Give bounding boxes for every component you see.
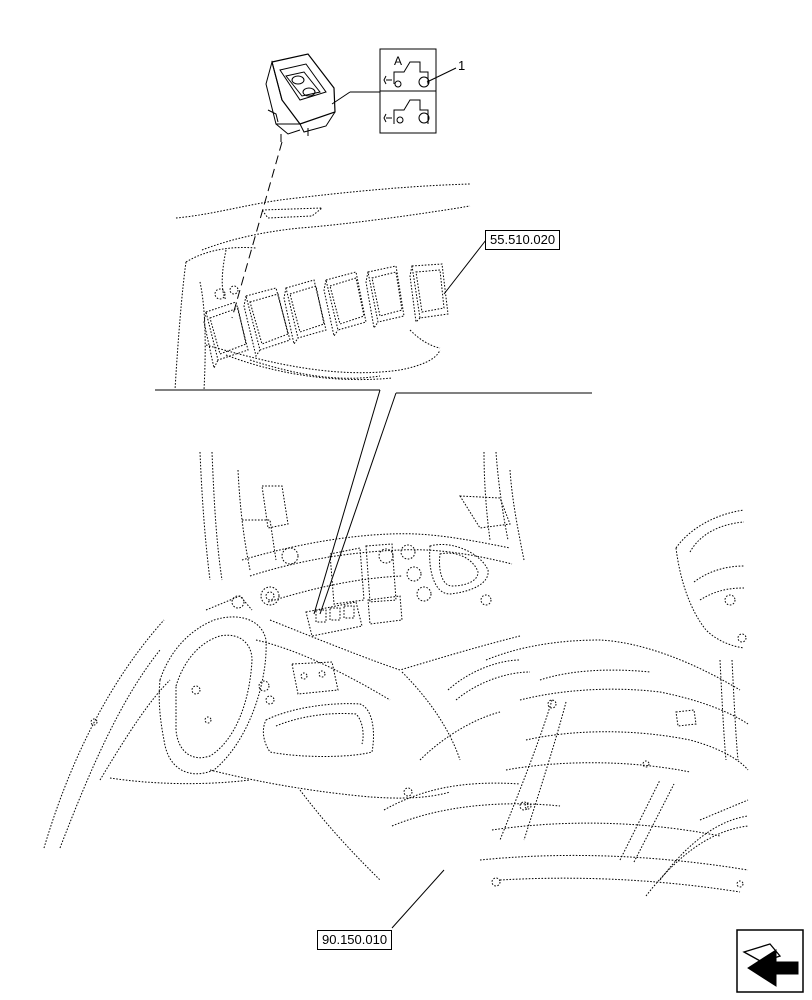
cab-interior-outline (43, 451, 749, 897)
detail-leader-right (319, 392, 397, 615)
relay-block-3 (283, 279, 327, 346)
next-page-arrow-icon[interactable] (736, 929, 804, 993)
switch-location-dash-line (231, 141, 283, 319)
callout-item-1: 1 (458, 58, 466, 73)
item-1-leader-line (426, 67, 457, 83)
ref-link-upper[interactable]: 55.510.020 (485, 230, 561, 250)
upper-dash-outline (174, 183, 471, 391)
symbol-letter-a: A (394, 54, 403, 68)
relay-block-1 (203, 301, 249, 370)
switch-leader-line (331, 91, 351, 105)
relay-block-group (203, 263, 449, 370)
switch-symbol-panel (379, 48, 437, 134)
relay-block-2 (243, 287, 291, 358)
relay-block-5 (365, 265, 405, 330)
ref-lower-leader-line (391, 869, 445, 929)
detail-leader-left (313, 389, 381, 615)
relay-block-4 (323, 271, 367, 338)
relay-block-6 (409, 263, 449, 324)
ref-upper-leader-line (443, 239, 487, 295)
rocker-switch-illustration (265, 53, 336, 142)
ref-link-lower[interactable]: 90.150.010 (317, 930, 393, 950)
